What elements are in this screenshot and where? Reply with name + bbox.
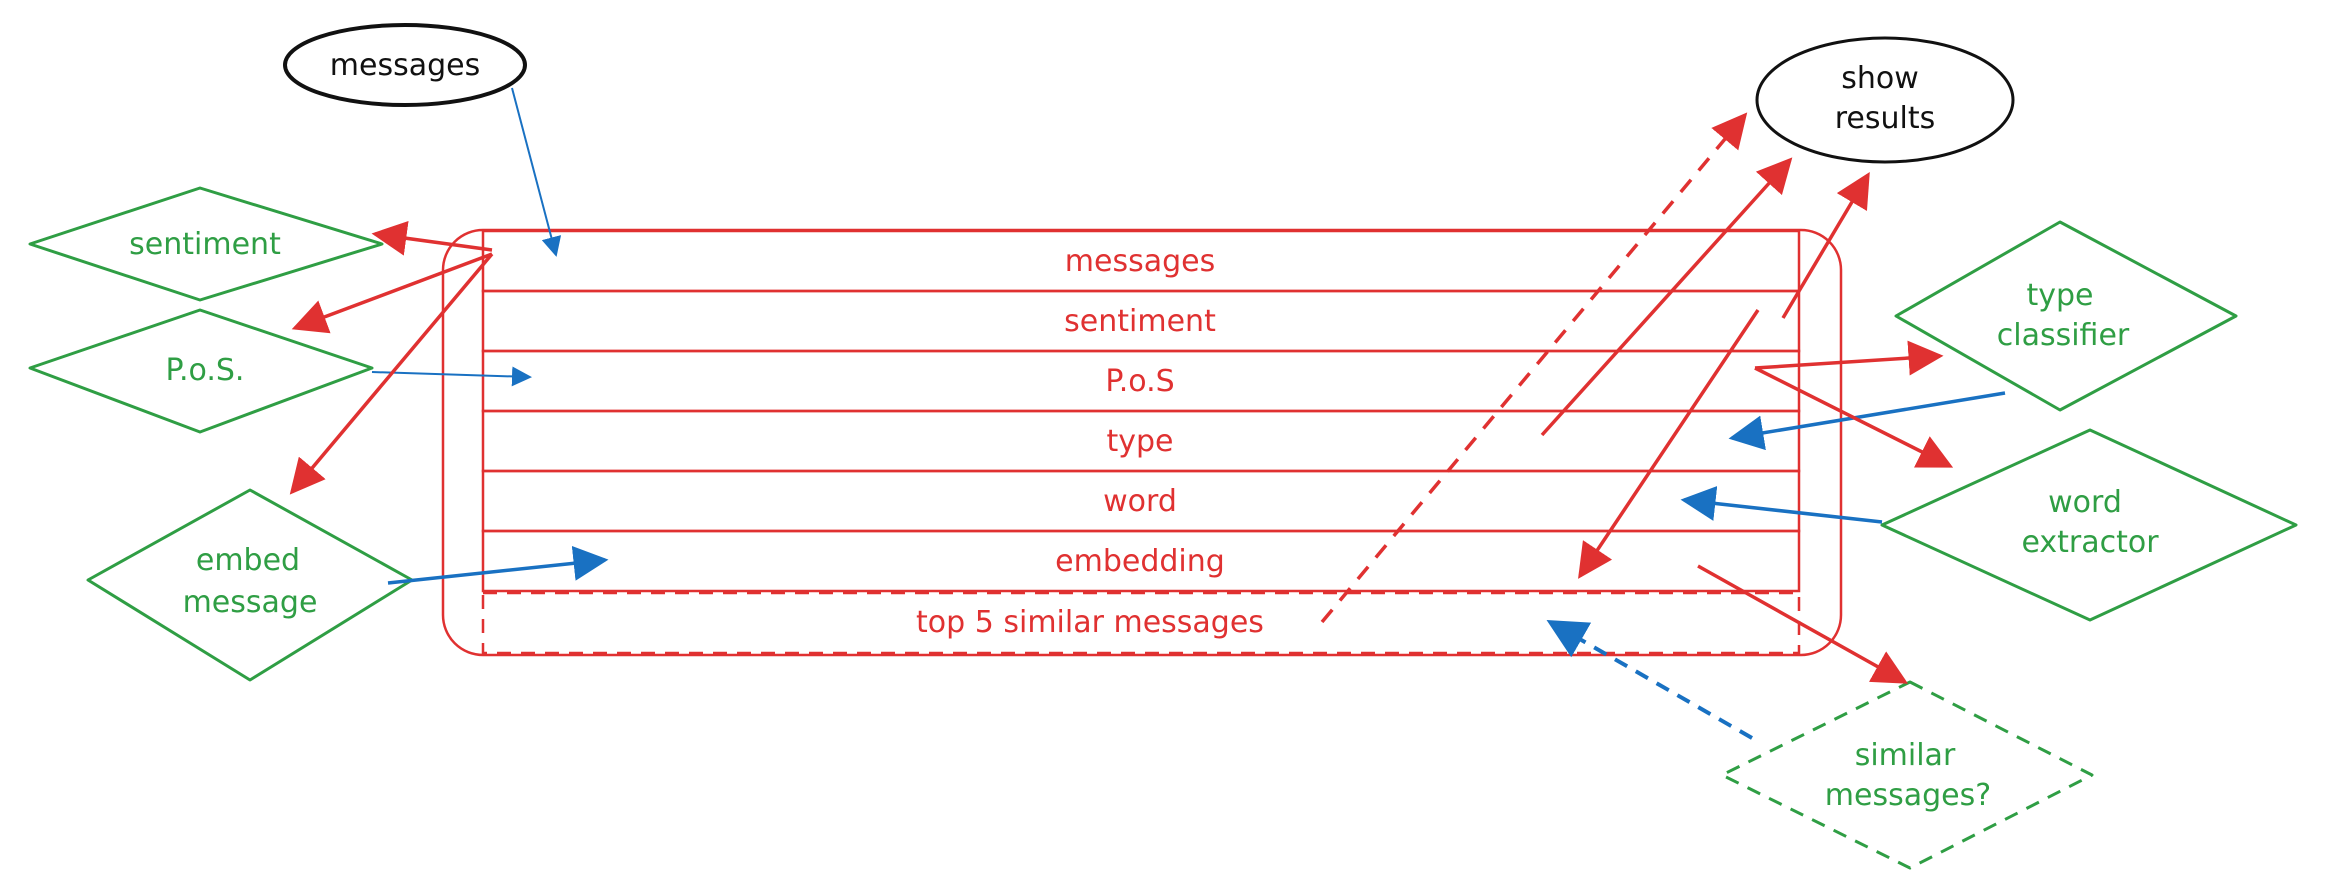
type-classifier-node	[1894, 220, 2238, 412]
row-label-sentiment: sentiment	[1064, 304, 1216, 339]
embed-message-node	[86, 488, 414, 682]
arrow-similar-row-to-show-results	[1320, 112, 1748, 624]
word-extractor-label-1: word	[2048, 485, 2122, 520]
show-results-label-1: show	[1841, 61, 1919, 96]
show-results-label-2: results	[1835, 101, 1936, 136]
arrow-pos-node-to-table	[371, 366, 532, 387]
row-label-similar: top 5 similar messages	[916, 605, 1264, 640]
similar-messages-label-1: similar	[1855, 738, 1956, 773]
arrow-word-extractor-to-table	[1680, 486, 1883, 524]
arrow-type-to-show-results	[1540, 157, 1793, 437]
arrow-table-to-type-classifier	[1754, 340, 1944, 376]
row-label-word: word	[1103, 484, 1177, 519]
arrow-sentiment-to-show-results	[1781, 171, 1870, 319]
pos-node-label: P.o.S.	[166, 353, 245, 388]
arrow-table-to-embed	[289, 252, 494, 495]
pos-node	[28, 308, 374, 434]
word-extractor-label-2: extractor	[2021, 525, 2159, 560]
embed-message-label-1: embed	[196, 543, 300, 578]
arrow-table-to-pos	[291, 252, 493, 334]
messages-node	[283, 23, 527, 107]
sentiment-node-label: sentiment	[129, 227, 281, 262]
arrow-table-to-word-extractor	[1754, 366, 1954, 468]
type-classifier-label-2: classifier	[1997, 318, 2130, 353]
arrow-embed-node-to-table	[387, 545, 609, 585]
embed-message-label-2: message	[183, 585, 318, 620]
messages-node-label: messages	[330, 48, 480, 83]
show-results-node	[1755, 36, 2015, 164]
arrow-type-classifier-to-table	[1728, 391, 2006, 451]
arrow-similar-to-table	[1546, 620, 1753, 740]
word-extractor-node	[1880, 428, 2298, 622]
row-label-messages: messages	[1065, 244, 1215, 279]
row-label-embedding: embedding	[1055, 544, 1225, 579]
arrow-table-to-similar	[1697, 564, 1909, 684]
row-embedding-box	[481, 529, 1801, 593]
arrow-messages-to-table	[511, 87, 562, 257]
sentiment-node	[28, 186, 384, 302]
type-classifier-label-1: type	[2026, 278, 2093, 313]
arrow-show-results-to-embedding	[1578, 309, 1760, 579]
row-label-type: type	[1106, 424, 1173, 459]
similar-messages-node	[1720, 680, 2094, 870]
arrow-table-to-sentiment	[371, 220, 493, 256]
similar-messages-label-2: messages?	[1825, 778, 1991, 813]
row-label-pos: P.o.S	[1105, 364, 1174, 399]
